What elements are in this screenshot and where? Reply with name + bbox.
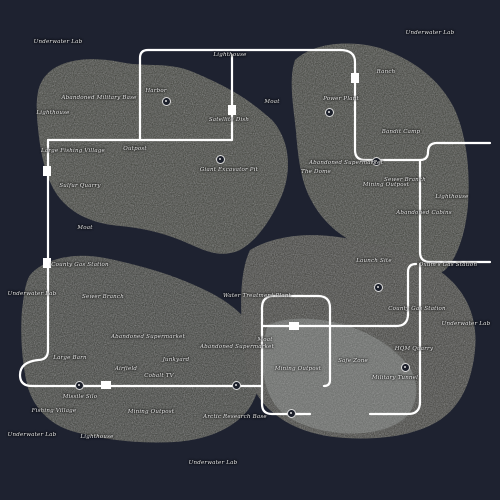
switch-marker	[43, 258, 51, 268]
switch-marker	[43, 166, 51, 176]
switch-marker	[289, 322, 299, 330]
rail-north-loop	[46, 48, 492, 162]
rail-central-loop	[260, 294, 332, 388]
label-moat: Moat	[77, 225, 93, 231]
label-the-dome: The Dome	[300, 169, 332, 175]
sewer-station[interactable]	[286, 408, 296, 418]
label-military-tunnel: Military Tunnel	[371, 375, 419, 381]
label-lighthouse: Lighthouse	[36, 110, 70, 116]
label-hqm-quarry: HQM Quarry	[394, 346, 434, 352]
label-county-gas-station: County Gas Station	[51, 262, 109, 268]
label-county-gas-station: County Gas Station	[388, 306, 446, 312]
label-large-fishing-village: Large Fishing Village	[40, 148, 106, 154]
abandoned-supermarket-station[interactable]	[371, 156, 381, 166]
label-lighthouse: Lighthouse	[80, 434, 114, 440]
switch-marker	[101, 381, 111, 389]
military-tunnel-station[interactable]	[400, 362, 410, 372]
mining-outpost-station[interactable]	[231, 380, 241, 390]
label-junkyard: Junkyard	[162, 357, 190, 363]
label-abandoned-cabins: Abandoned Cabins	[396, 210, 452, 216]
label-abandoned-supermarket: Abandoned Supermarket	[308, 160, 384, 166]
island-southwest	[21, 255, 262, 443]
label-outpost: Outpost	[123, 146, 147, 152]
label-underwater-lab: Underwater Lab	[7, 291, 57, 297]
label-lighthouse: Lighthouse	[213, 52, 247, 58]
label-mining-outpost: Mining Outpost	[127, 409, 175, 415]
label-moat: Moat	[264, 99, 280, 105]
label-sewer-branch: Sewer Branch	[82, 294, 124, 300]
missile-silo-station[interactable]	[74, 380, 84, 390]
label-giant-excavator-pit: Giant Excavator Pit	[199, 167, 259, 173]
switch-marker	[351, 73, 359, 83]
rail-south-spur	[260, 384, 312, 416]
harbor-station[interactable]	[161, 96, 171, 106]
label-satellite-dish: Satellite Dish	[208, 117, 250, 123]
label-power-plant: Power Plant	[323, 96, 359, 102]
label-missile-silo: Missile Silo	[62, 394, 98, 400]
label-underwater-lab: Underwater Lab	[7, 432, 57, 438]
rail-west-trunk	[18, 138, 264, 388]
label-sewer-branch: Sewer Branch	[384, 177, 426, 183]
label-arctic-research-base: Arctic Research Base	[203, 414, 267, 420]
label-underwater-lab: Underwater Lab	[33, 39, 83, 45]
label-underwater-lab: Underwater Lab	[188, 460, 238, 466]
label-sulfur-quarry: Sulfur Quarry	[59, 183, 101, 189]
label-safe-zone: Safe Zone	[338, 358, 368, 364]
label-cobalt-tv: Cobalt TV	[144, 373, 174, 379]
label-airfield: Airfield	[114, 366, 138, 372]
label-abandoned-supermarket: Abandoned Supermarket	[199, 344, 275, 350]
label-moat: Moat	[257, 337, 273, 343]
label-launch-site: Launch Site	[356, 258, 392, 264]
label-large-barn: Large Barn	[53, 355, 87, 361]
label-oxums-gas-station: Oxum's Gas Station	[418, 262, 478, 268]
rail-north-inner	[138, 53, 234, 142]
island-northwest	[36, 59, 288, 254]
power-plant-station[interactable]	[324, 107, 334, 117]
label-mining-outpost: Mining Outpost	[362, 182, 410, 188]
label-bandit-camp: Bandit Camp	[381, 129, 421, 135]
launch-site-station[interactable]	[373, 282, 383, 292]
label-lighthouse: Lighthouse	[435, 194, 469, 200]
label-fishing-village: Fishing Village	[31, 408, 77, 414]
label-harbor: Harbor	[145, 88, 167, 94]
snow-region	[262, 318, 417, 434]
label-mining-outpost: Mining Outpost	[274, 366, 322, 372]
giant-excavator-station[interactable]	[215, 154, 225, 164]
label-abandoned-military-base: Abandoned Military Base	[61, 95, 137, 101]
label-abandoned-supermarket: Abandoned Supermarket	[110, 334, 186, 340]
label-underwater-lab: Underwater Lab	[405, 30, 455, 36]
label-water-treatment-plant: Water Treatment Plant	[222, 293, 292, 299]
rail-southeast-spur	[368, 262, 422, 416]
rail-central-cross	[260, 262, 418, 328]
label-ranch: Ranch	[376, 69, 396, 75]
track-switches	[43, 73, 359, 389]
landmasses	[21, 43, 476, 443]
rail-east-spur	[418, 158, 492, 264]
switch-marker	[228, 105, 236, 115]
label-underwater-lab: Underwater Lab	[441, 321, 491, 327]
railway	[18, 48, 492, 416]
